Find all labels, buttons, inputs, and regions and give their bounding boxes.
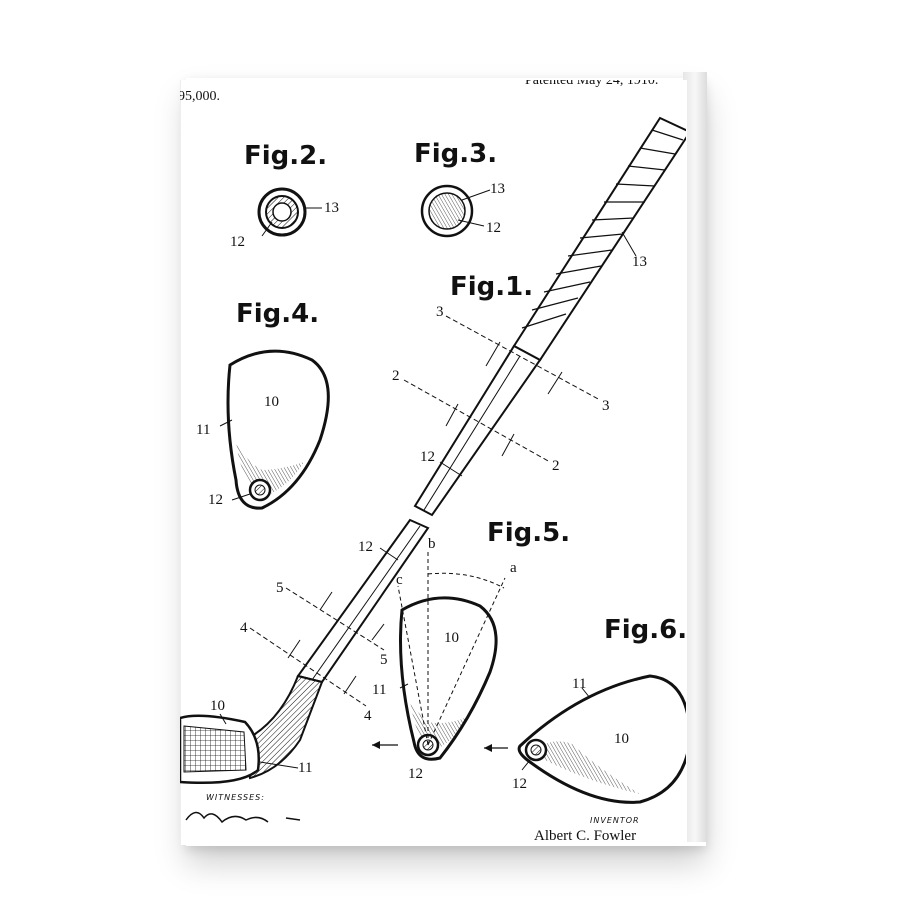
section-line-2 <box>403 379 551 463</box>
fig5-label-a: a <box>510 560 517 576</box>
fig2-grip-end <box>257 187 322 237</box>
section-5-end: 5 <box>380 652 388 668</box>
head-label-10: 10 <box>210 698 225 714</box>
fig6-label-10: 10 <box>614 731 629 747</box>
fig5-label-b: b <box>428 536 436 552</box>
fig3-label-13: 13 <box>490 181 505 197</box>
fig4-label-11: 11 <box>196 422 210 438</box>
fig4-label-12: 12 <box>208 492 223 508</box>
fig5-label-c: c <box>396 572 403 588</box>
fig3-grip-end <box>420 184 491 238</box>
section-3-end: 3 <box>602 398 610 414</box>
section-5-start: 5 <box>276 580 284 596</box>
section-arrows-2 <box>445 403 515 457</box>
section-4-end: 4 <box>364 708 372 724</box>
inventor-label: INVENTOR <box>590 816 640 825</box>
fig6-label: Fig.6. <box>604 615 687 645</box>
grip-label-13: 13 <box>632 254 647 270</box>
inventor-name: Albert C. Fowler <box>534 828 636 844</box>
fig1-label: Fig.1. <box>450 272 533 302</box>
fig2-label: Fig.2. <box>244 141 327 171</box>
shaft-label-12b: 12 <box>358 539 373 555</box>
fig6-label-11: 11 <box>572 676 586 692</box>
fig3-label-12: 12 <box>486 220 501 236</box>
fig4-cross-section <box>219 349 330 510</box>
section-2-end: 2 <box>552 458 560 474</box>
section-line-4 <box>249 627 367 707</box>
fig2-label-13: 13 <box>324 200 339 216</box>
section-line-5 <box>285 587 385 651</box>
head-label-11: 11 <box>298 760 312 776</box>
fig5-label: Fig.5. <box>487 518 570 548</box>
section-4-start: 4 <box>240 620 248 636</box>
section-arrows-4 <box>287 639 357 695</box>
fig3-label: Fig.3. <box>414 139 497 169</box>
fig4-label-10: 10 <box>264 394 279 410</box>
section-3-start: 3 <box>436 304 444 320</box>
shaft-label-12a: 12 <box>420 449 435 465</box>
patent-number-text: 95,000. <box>178 89 220 104</box>
fig5-cross-section <box>372 550 506 761</box>
section-line-3 <box>445 315 601 401</box>
fig6-cross-section <box>484 674 686 804</box>
section-2-start: 2 <box>392 368 400 384</box>
fig6-label-12: 12 <box>512 776 527 792</box>
witnesses-label: WITNESSES: <box>206 793 265 802</box>
fig2-label-12: 12 <box>230 234 245 250</box>
canvas-side-edge <box>683 72 707 842</box>
fig4-label: Fig.4. <box>236 299 319 329</box>
fig5-label-10: 10 <box>444 630 459 646</box>
fig5-label-12: 12 <box>408 766 423 782</box>
fig1-golf-club <box>180 116 686 785</box>
witness-signature <box>185 811 301 824</box>
section-arrows-5 <box>319 591 385 641</box>
patent-date-text: Patented May 24, 1910. <box>525 73 658 88</box>
section-arrows-3 <box>485 341 563 395</box>
fig5-label-11: 11 <box>372 682 386 698</box>
